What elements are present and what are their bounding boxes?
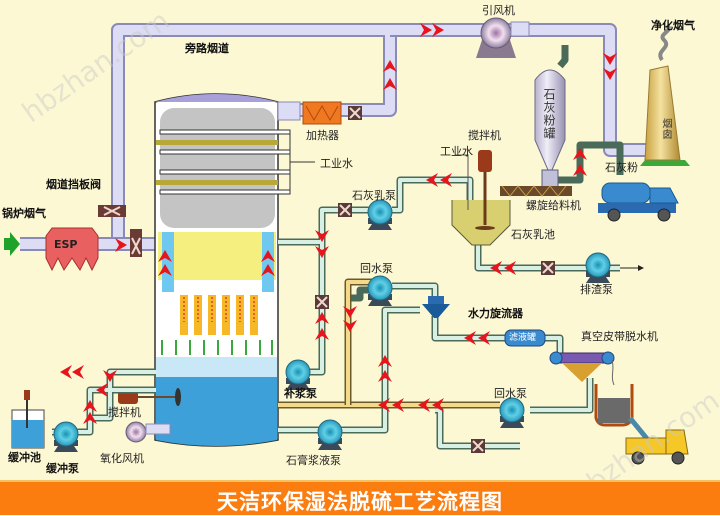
label-industrial-water-2: 工业水 — [440, 145, 473, 158]
label-return-pump-1: 回水泵 — [360, 262, 393, 275]
buffer-pump — [53, 421, 79, 453]
gypsum-slurry-pump — [317, 419, 343, 451]
label-industrial-water-1: 工业水 — [320, 157, 353, 170]
label-induced-fan: 引风机 — [482, 4, 515, 17]
label-return-pump-2: 回水泵 — [494, 387, 527, 400]
flow-arrows-up-heater — [383, 60, 397, 90]
flow-arrows-slurry — [60, 148, 587, 424]
lime-slurry-pump — [367, 199, 393, 231]
makeup-valve[interactable] — [314, 294, 330, 310]
hydrocyclone — [422, 296, 450, 318]
label-screw-feeder: 螺旋给料机 — [526, 199, 581, 212]
chimney — [640, 24, 690, 166]
vacuum-belt-filter — [549, 351, 615, 386]
esp-unit — [45, 227, 99, 272]
label-gypsum-pump: 石膏浆液泵 — [286, 454, 341, 467]
lime-slurry-tank — [451, 150, 511, 246]
lime-truck — [598, 182, 679, 222]
discharge-valve[interactable] — [540, 260, 556, 276]
lime-slurry-valve[interactable] — [337, 202, 353, 218]
heater — [277, 101, 363, 125]
label-agitator-tower: 搅拌机 — [108, 406, 141, 419]
label-makeup-pump: 补浆泵 — [284, 387, 317, 400]
label-hydrocyclone: 水力旋流器 — [468, 307, 523, 320]
label-clean-flue-gas: 净化烟气 — [651, 19, 695, 32]
label-buffer-tank: 缓冲池 — [8, 451, 41, 464]
inlet-arrow-icon — [4, 232, 20, 256]
label-boiler-flue-gas: 锅炉烟气 — [2, 207, 46, 220]
makeup-slurry-pump — [285, 359, 311, 391]
filtrate-tank — [504, 329, 546, 347]
label-chimney: 烟囱 — [660, 118, 671, 140]
label-esp: ESP — [54, 238, 78, 251]
label-heater: 加热器 — [306, 129, 339, 142]
label-agitator-top: 搅拌机 — [468, 129, 501, 142]
return-water-pump-2 — [499, 397, 525, 429]
label-lime-slurry-pump: 石灰乳泵 — [352, 189, 396, 202]
label-lime-slurry-tank: 石灰乳池 — [511, 228, 555, 241]
induced-fan — [476, 17, 530, 58]
label-flue-damper: 烟道挡板阀 — [46, 178, 101, 191]
absorber-tower — [118, 93, 315, 447]
lime-silo — [500, 69, 572, 197]
drain-valve[interactable] — [470, 438, 486, 454]
buffer-tank — [11, 390, 45, 449]
dump-truck — [625, 429, 689, 465]
label-oxidation-fan: 氧化风机 — [100, 452, 144, 465]
gypsum-bin — [594, 384, 650, 442]
discharge-pump — [585, 252, 611, 284]
label-lime-powder: 石灰粉 — [605, 161, 638, 174]
flow-arrows-down-chimney — [603, 53, 617, 80]
process-diagram-canvas — [4, 17, 690, 465]
footer-banner: 天洁环保湿法脱硫工艺流程图 — [0, 480, 720, 515]
label-buffer-pump: 缓冲泵 — [46, 462, 79, 475]
label-filtrate-tank: 滤液罐 — [509, 333, 537, 343]
label-vacuum-belt: 真空皮带脱水机 — [581, 330, 658, 343]
diagram-title: 天洁环保湿法脱硫工艺流程图 — [217, 490, 503, 514]
label-bypass-duct: 旁路烟道 — [185, 42, 229, 55]
return-water-pump-1 — [367, 275, 393, 307]
inlet-damper-valve[interactable] — [130, 229, 142, 257]
bypass-damper-valve[interactable] — [98, 205, 126, 217]
label-discharge-pump: 排渣泵 — [580, 283, 613, 296]
label-lime-silo: 石灰粉罐 — [542, 88, 556, 140]
